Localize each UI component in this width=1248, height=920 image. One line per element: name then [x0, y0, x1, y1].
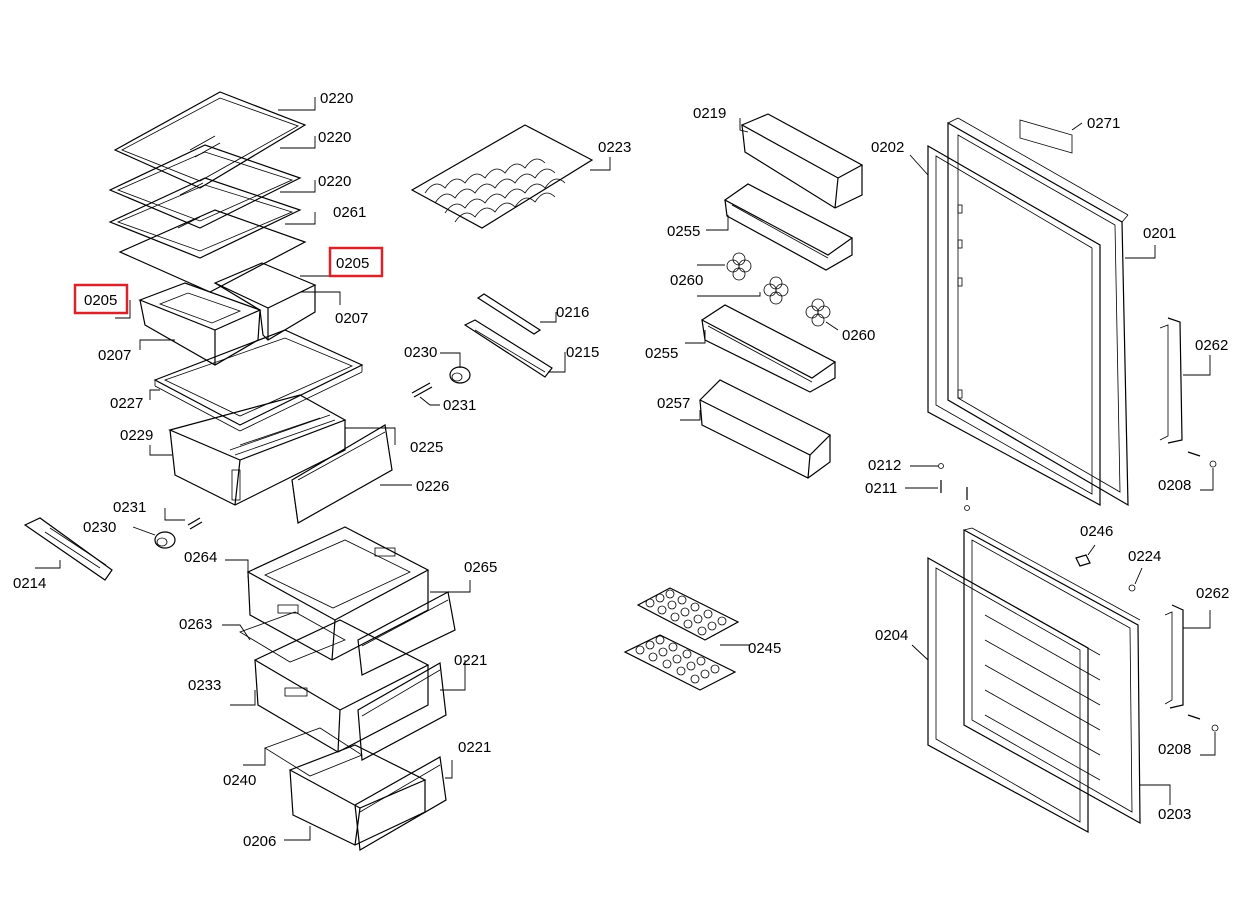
label-0220-third: 0220 — [318, 173, 351, 190]
highlight-box-0205-left — [73, 283, 129, 315]
label-0261: 0261 — [333, 204, 366, 221]
handle-0262-upper — [1159, 317, 1183, 444]
drawer-front-0221-lower — [354, 756, 447, 851]
screw-set-upper — [938, 451, 1217, 511]
label-0201: 0201 — [1143, 225, 1176, 242]
label-0257: 0257 — [657, 395, 690, 412]
label-0215: 0215 — [566, 344, 599, 361]
label-0229: 0229 — [120, 427, 153, 444]
rail-0215 — [463, 319, 553, 378]
label-0226: 0226 — [416, 478, 449, 495]
screw-0224 — [1128, 584, 1136, 592]
label-0231-mid: 0231 — [443, 397, 476, 414]
roller-0230-left — [154, 517, 203, 549]
label-0246: 0246 — [1080, 523, 1113, 540]
door-bin-0219 — [740, 113, 864, 209]
egg-trays-0245 — [623, 587, 740, 691]
drawer-front-0226 — [291, 424, 393, 524]
label-0263: 0263 — [179, 616, 212, 633]
left-hinge-bracket-0214 — [23, 517, 113, 581]
hinge-cap-0246 — [1075, 554, 1091, 567]
label-0233: 0233 — [188, 677, 221, 694]
label-0221-upper: 0221 — [454, 652, 487, 669]
door-bin-0255-upper — [723, 183, 854, 271]
label-0205-right: 0205 — [336, 255, 369, 272]
label-0225: 0225 — [410, 439, 443, 456]
label-0230-mid: 0230 — [404, 344, 437, 361]
fridge-door-0201 — [947, 117, 1129, 507]
part-labels: 0220 0220 0220 0261 0205 0205 0207 0207 … — [13, 90, 1229, 850]
label-0245: 0245 — [748, 640, 781, 657]
label-0224: 0224 — [1128, 548, 1161, 565]
label-0271: 0271 — [1087, 115, 1120, 132]
fridge-drawer-0229 — [168, 394, 347, 506]
drawer-cover-frame — [153, 329, 364, 432]
label-0208-lower: 0208 — [1158, 741, 1191, 758]
bottle-rack-0223 — [410, 124, 594, 229]
label-0230-left: 0230 — [83, 519, 116, 536]
label-0262-lower: 0262 — [1196, 585, 1229, 602]
rail-0216 — [476, 293, 542, 335]
freezer-drawer-0264 — [246, 526, 430, 661]
fridge-gasket-0202 — [927, 144, 1101, 507]
label-0202: 0202 — [871, 139, 904, 156]
label-0264: 0264 — [184, 549, 217, 566]
label-0221-lower: 0221 — [458, 739, 491, 756]
label-plate-0271 — [1019, 119, 1073, 154]
label-0208-upper: 0208 — [1158, 477, 1191, 494]
label-0262-upper: 0262 — [1195, 337, 1228, 354]
label-0220-second: 0220 — [318, 129, 351, 146]
label-0205-left: 0205 — [84, 292, 117, 309]
label-0207-right: 0207 — [335, 310, 368, 327]
glass-shelves — [108, 91, 307, 293]
divider-0240 — [264, 727, 363, 777]
label-0220-top: 0220 — [320, 90, 353, 107]
label-0231-left: 0231 — [113, 499, 146, 516]
door-bin-0257 — [698, 379, 832, 479]
drawer-front-0221-upper — [357, 662, 447, 761]
label-0255-lower: 0255 — [645, 345, 678, 362]
label-0260-right: 0260 — [842, 327, 875, 344]
label-0265: 0265 — [464, 559, 497, 576]
label-0223: 0223 — [598, 139, 631, 156]
freezer-gasket-0204 — [927, 556, 1089, 834]
label-0227: 0227 — [110, 395, 143, 412]
label-0203: 0203 — [1158, 806, 1191, 823]
label-0206: 0206 — [243, 833, 276, 850]
label-0240: 0240 — [223, 772, 256, 789]
label-0204: 0204 — [875, 627, 908, 644]
roller-0230-mid — [411, 366, 471, 398]
label-0212: 0212 — [868, 457, 901, 474]
label-0207-left: 0207 — [98, 347, 131, 364]
screw-set-lower — [1187, 714, 1219, 732]
freezer-drawer-0233 — [253, 619, 430, 753]
label-0214: 0214 — [13, 575, 46, 592]
label-0216: 0216 — [556, 304, 589, 321]
label-0211: 0211 — [865, 480, 897, 497]
highlight-box-0205-right — [328, 246, 384, 278]
label-0219: 0219 — [693, 105, 726, 122]
crisper-box-right — [213, 262, 317, 341]
label-0260-left: 0260 — [670, 272, 703, 289]
handle-0262-lower — [1164, 604, 1184, 709]
egg-holders-0260 — [726, 252, 831, 327]
leader-lines — [35, 97, 1216, 841]
door-bin-0255-lower — [700, 304, 837, 393]
divider-0263 — [239, 611, 346, 663]
label-0255-upper: 0255 — [667, 223, 700, 240]
